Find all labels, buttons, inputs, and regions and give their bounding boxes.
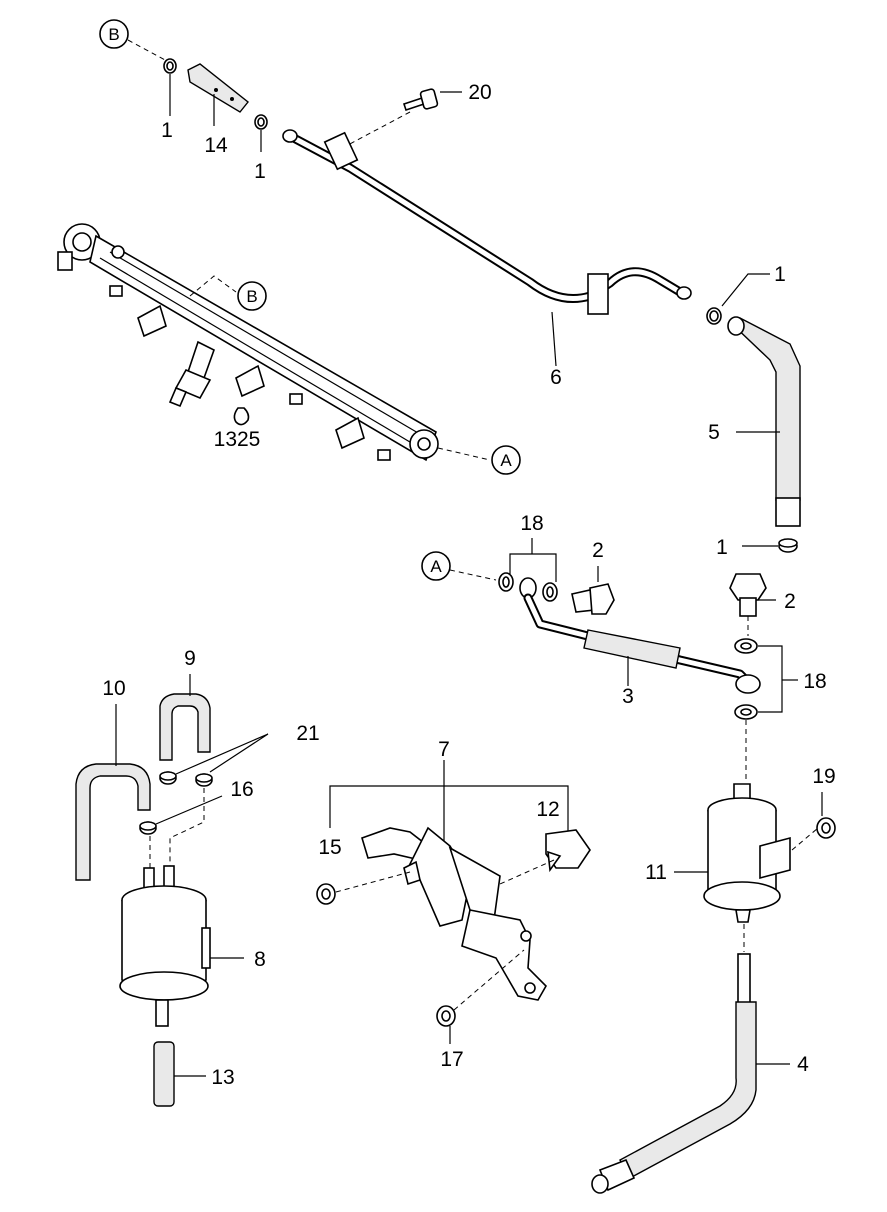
fuel-rail-assembly[interactable] bbox=[57, 223, 439, 462]
svg-text:A: A bbox=[500, 451, 512, 470]
ref-circle-b-top[interactable]: B bbox=[99, 19, 129, 49]
fuel-filter-11[interactable] bbox=[703, 783, 791, 923]
label-5: 5 bbox=[708, 421, 720, 444]
clip-21b[interactable] bbox=[195, 773, 213, 787]
svg-text:B: B bbox=[108, 25, 119, 44]
clip-21a[interactable] bbox=[159, 771, 177, 785]
label-7: 7 bbox=[438, 738, 450, 761]
label-13: 13 bbox=[211, 1066, 234, 1089]
label-16: 16 bbox=[230, 778, 253, 801]
label-21: 21 bbox=[296, 722, 319, 745]
hose-9[interactable] bbox=[159, 693, 211, 761]
label-18a: 18 bbox=[520, 512, 543, 535]
nut-19[interactable] bbox=[816, 817, 836, 839]
hose-5[interactable] bbox=[727, 316, 801, 527]
svg-text:B: B bbox=[246, 287, 257, 306]
label-9: 9 bbox=[184, 647, 196, 670]
label-11: 11 bbox=[645, 861, 667, 884]
fuel-injector[interactable] bbox=[168, 340, 215, 408]
label-2b: 2 bbox=[784, 590, 796, 613]
label-19: 19 bbox=[812, 765, 835, 788]
clamp-ring-1d[interactable] bbox=[778, 538, 798, 553]
label-1a: 1 bbox=[161, 119, 173, 142]
label-8: 8 bbox=[254, 948, 266, 971]
fuel-line-6[interactable] bbox=[282, 129, 692, 315]
hose-14[interactable] bbox=[187, 63, 249, 113]
hose-4[interactable] bbox=[591, 953, 757, 1194]
label-6: 6 bbox=[550, 366, 562, 389]
label-1325: 1325 bbox=[214, 428, 261, 451]
fuel-line-3[interactable] bbox=[519, 577, 761, 694]
clip-16[interactable] bbox=[139, 821, 157, 835]
label-18b: 18 bbox=[803, 670, 826, 693]
canister-8[interactable] bbox=[119, 865, 211, 1027]
banjo-bolt-2b[interactable] bbox=[729, 573, 767, 617]
o-ring-1325[interactable] bbox=[233, 407, 250, 426]
label-2a: 2 bbox=[592, 539, 604, 562]
clamp-ring-1c[interactable] bbox=[706, 307, 722, 325]
label-3: 3 bbox=[622, 685, 634, 708]
label-1c: 1 bbox=[774, 263, 786, 286]
clamp-ring-1b[interactable] bbox=[254, 114, 268, 130]
ref-circle-b-rail[interactable]: B bbox=[237, 281, 267, 311]
ref-circle-a-rail[interactable]: A bbox=[491, 445, 521, 475]
washer-18a[interactable] bbox=[498, 572, 514, 592]
clamp-ring-1a[interactable] bbox=[163, 58, 177, 74]
label-14: 14 bbox=[204, 134, 228, 157]
ref-circle-a-line[interactable]: A bbox=[421, 551, 451, 581]
banjo-bolt-2a[interactable] bbox=[571, 583, 615, 615]
washer-18c[interactable] bbox=[734, 638, 758, 654]
label-10: 10 bbox=[102, 677, 125, 700]
label-20: 20 bbox=[468, 81, 491, 104]
hose-10[interactable] bbox=[75, 763, 151, 881]
label-4: 4 bbox=[797, 1053, 809, 1076]
nut-17[interactable] bbox=[436, 1005, 456, 1027]
label-12: 12 bbox=[536, 798, 559, 821]
svg-text:A: A bbox=[430, 557, 442, 576]
bracket-7[interactable] bbox=[361, 826, 547, 1001]
label-1d: 1 bbox=[716, 536, 728, 559]
washer-18d[interactable] bbox=[734, 704, 758, 720]
bolt-20[interactable] bbox=[402, 88, 439, 112]
washer-18b[interactable] bbox=[542, 582, 558, 602]
label-17: 17 bbox=[440, 1048, 463, 1071]
label-15: 15 bbox=[318, 836, 341, 859]
label-1b: 1 bbox=[254, 160, 266, 183]
clip-12[interactable] bbox=[545, 829, 591, 873]
hose-13[interactable] bbox=[153, 1041, 175, 1107]
nut-15[interactable] bbox=[316, 883, 336, 905]
